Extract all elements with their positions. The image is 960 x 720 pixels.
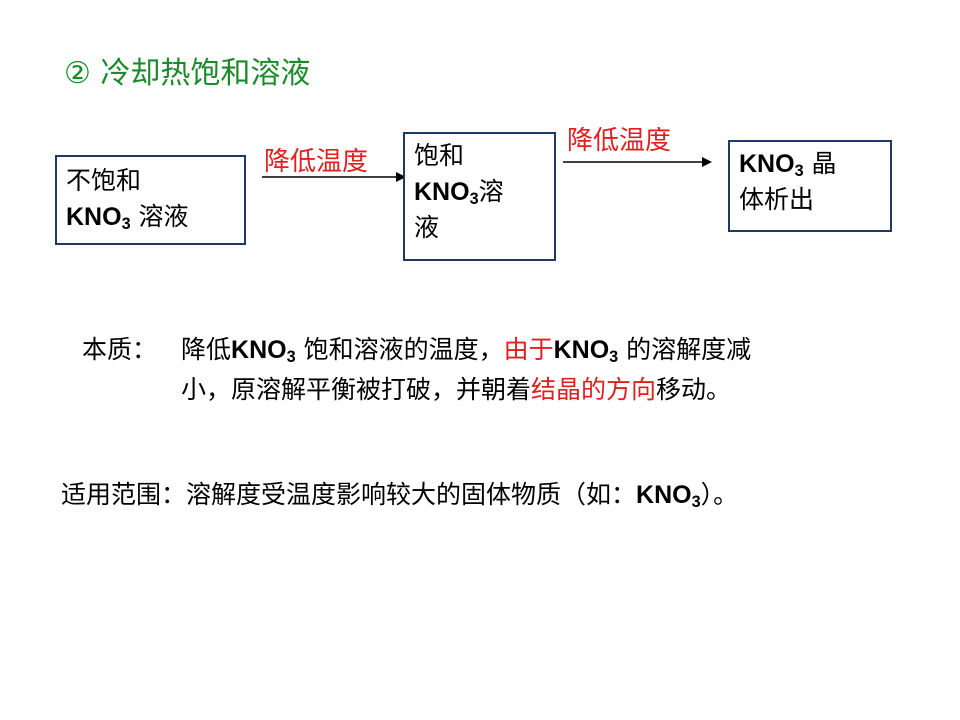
arrow1-icon [262,172,406,182]
scope-line: 适用范围：溶解度受温度影响较大的固体物质（如：KNO3）。 [61,480,739,512]
essence-red2: 结晶的方向 [531,375,657,404]
box1-formula: KNO3 [66,203,131,234]
essence-line1: 降低KNO3 饱和溶液的温度，由于KNO3 的溶解度减 [181,335,752,367]
essence-line2: 小，原溶解平衡被打破，并朝着结晶的方向移动。 [181,375,732,404]
crystal-box: KNO3 晶 体析出 [728,140,892,232]
essence-formula1: KNO3 [231,336,296,367]
box3-line2: 体析出 [739,185,815,214]
unsaturated-solution-box: 不饱和 KNO3 溶液 [55,155,246,245]
box2-line1: 饱和 [414,141,465,170]
essence-label: 本质： [82,335,158,364]
box2-line2: KNO3溶 [414,177,504,209]
essence-text: 降低KNO3 饱和溶液的温度，由于KNO3 的溶解度减 小，原溶解平衡被打破，并… [181,330,751,410]
essence-red1: 由于 [503,335,554,364]
arrow2-label: 降低温度 [567,126,672,156]
box2-line3: 液 [414,213,440,242]
saturated-solution-box: 饱和 KNO3溶 液 [403,132,556,261]
scope-text: 溶解度受温度影响较大的固体物质（如： [186,480,637,509]
scope-label: 适用范围： [61,480,187,509]
box1-line2: KNO3 溶液 [66,202,189,234]
scope-formula: KNO3 [636,481,701,512]
arrow2-icon [563,157,712,167]
essence-formula2: KNO3 [553,336,619,367]
box2-formula: KNO3 [414,178,479,209]
box3-line1: KNO3 晶 [739,149,837,181]
section-title: ② 冷却热饱和溶液 [64,56,311,91]
box1-line1: 不饱和 [66,166,142,195]
arrow1-label: 降低温度 [264,147,369,177]
box3-formula: KNO3 [739,150,804,181]
